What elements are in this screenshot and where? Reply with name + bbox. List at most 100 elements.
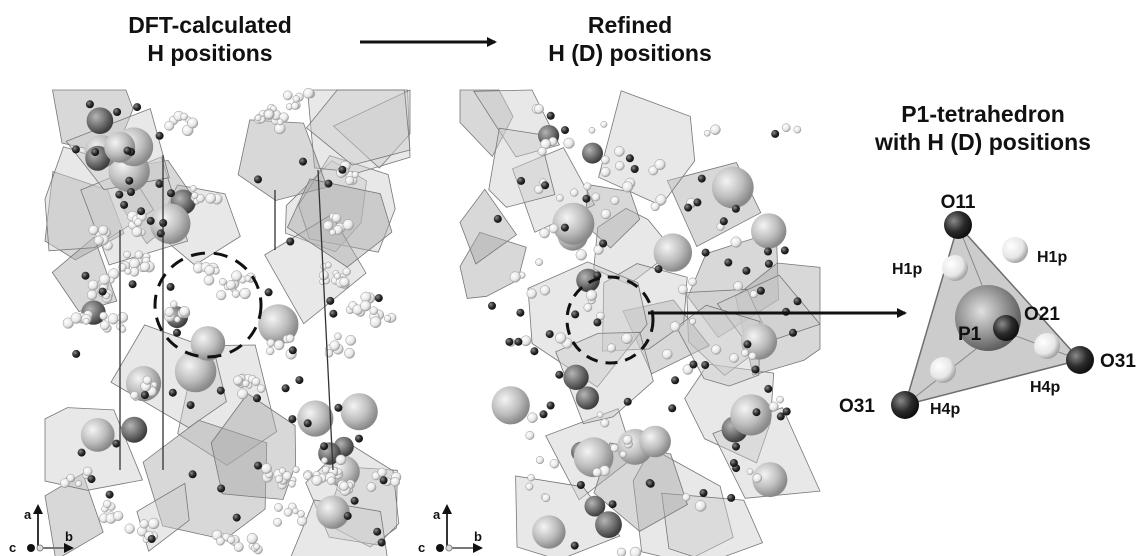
oxygen-atom xyxy=(286,237,295,246)
hydrogen-atom xyxy=(334,332,342,341)
hydrogen-atom xyxy=(588,126,596,134)
oxygen-atom xyxy=(127,188,135,196)
hydrogen-atom xyxy=(242,379,250,388)
left-axis-c-label: c xyxy=(9,540,16,555)
oxygen-atom xyxy=(516,308,525,317)
hydrogen-atom xyxy=(526,288,537,299)
hydrogen-atom xyxy=(266,338,275,348)
hydrogen-atom xyxy=(321,457,328,464)
hydrogen-atom xyxy=(82,317,90,325)
hydrogen-atom xyxy=(610,443,619,453)
oxygen-atom xyxy=(782,407,791,416)
oxygen-atom xyxy=(608,500,617,509)
hydrogen-atom xyxy=(655,194,667,206)
oxygen-atom xyxy=(105,490,114,499)
hydrogen-atom xyxy=(781,123,791,133)
hydrogen-atom xyxy=(339,481,349,491)
label-o31-left: O31 xyxy=(839,396,875,417)
large-cation-atom xyxy=(149,203,191,245)
hydrogen-atom xyxy=(615,161,625,171)
hydrogen-atom xyxy=(282,471,292,481)
hydrogen-atom xyxy=(205,193,217,204)
hydrogen-atom xyxy=(216,290,227,301)
oxygen-atom xyxy=(623,397,632,406)
oxygen-atom xyxy=(123,146,132,155)
hydrogen-atom xyxy=(768,401,779,412)
hydrogen-atom xyxy=(539,285,551,296)
oxygen-atom xyxy=(701,361,710,369)
hydrogen-atom xyxy=(377,467,387,478)
oxygen-atom xyxy=(281,384,290,393)
oxygen-atom xyxy=(514,337,523,346)
right-title-line2: with H (D) positions xyxy=(874,129,1091,155)
hydrogen-atom xyxy=(227,535,236,544)
oxygen-atom xyxy=(320,442,329,451)
hydrogen-atom xyxy=(369,306,379,315)
hydrogen-atom xyxy=(541,493,551,503)
oxygen-atom xyxy=(232,513,241,522)
hydrogen-atom xyxy=(239,287,251,300)
hydrogen-atom xyxy=(203,274,215,286)
oxygen-atom xyxy=(87,475,96,484)
large-cation-atom xyxy=(552,202,595,245)
hydrogen-atom xyxy=(139,519,149,529)
hydrogen-atom xyxy=(583,182,592,191)
oxygen-atom xyxy=(732,442,740,451)
oxygen-atom xyxy=(724,258,733,267)
oxygen-atom xyxy=(254,175,262,184)
oxygen-atom xyxy=(188,470,197,479)
oxygen-atom xyxy=(582,194,591,203)
hydrogen-atom xyxy=(688,277,697,287)
hydrogen-atom xyxy=(596,411,604,419)
hydrogen-atom xyxy=(534,184,544,194)
oxygen-atom xyxy=(186,401,195,410)
hydrogen-atom xyxy=(88,224,99,236)
oxygen-atom xyxy=(505,337,514,346)
large-cation-atom xyxy=(639,425,671,458)
hydrogen-atom xyxy=(729,353,739,363)
hydrogen-atom xyxy=(537,146,547,157)
oxygen-atom xyxy=(326,296,335,305)
hydrogen-atom xyxy=(329,340,340,351)
hydrogen-atom xyxy=(616,547,627,556)
h1p-left-atom xyxy=(942,255,968,281)
hydrogen-atom xyxy=(285,334,295,343)
hydrogen-atom xyxy=(555,332,567,344)
hydrogen-atom xyxy=(730,236,742,248)
hydrogen-atom xyxy=(629,546,642,556)
large-cation-atom xyxy=(740,323,778,360)
hydrogen-atom xyxy=(62,317,74,329)
hydrogen-atom xyxy=(383,314,392,323)
dark-cation-atom xyxy=(86,107,114,134)
hydrogen-atom xyxy=(711,344,722,355)
hydrogen-atom xyxy=(525,430,535,440)
hydrogen-atom xyxy=(266,346,275,356)
oxygen-atom xyxy=(264,288,273,297)
hydrogen-atom xyxy=(139,261,151,272)
hydrogen-atom xyxy=(509,271,521,283)
label-h4p-right: H4p xyxy=(1030,379,1060,396)
oxygen-atom xyxy=(593,318,602,327)
large-cation-atom xyxy=(190,326,226,361)
label-h1p-left: H1p xyxy=(892,261,922,278)
oxygen-atom xyxy=(546,401,555,410)
middle-title-line1: Refined xyxy=(588,12,672,38)
oxygen-atom xyxy=(751,365,760,374)
hydrogen-atom xyxy=(142,375,152,385)
hydrogen-atom xyxy=(237,388,249,400)
oxygen-atom xyxy=(166,282,175,291)
polyhedron xyxy=(632,447,734,556)
hydrogen-atom xyxy=(614,146,625,157)
hydrogen-atom xyxy=(694,500,707,512)
hydrogen-atom xyxy=(264,109,274,120)
hydrogen-atom xyxy=(591,192,601,202)
hydrogen-atom xyxy=(246,533,258,545)
large-cation-atom xyxy=(751,213,787,249)
oxygen-atom xyxy=(112,439,121,448)
oxygen-atom xyxy=(140,391,149,399)
hydrogen-atom xyxy=(60,478,70,488)
hydrogen-atom xyxy=(164,307,175,318)
right-title-line1: P1-tetrahedron xyxy=(901,101,1065,127)
hydrogen-atom xyxy=(134,218,143,227)
oxygen-atom xyxy=(764,247,772,256)
